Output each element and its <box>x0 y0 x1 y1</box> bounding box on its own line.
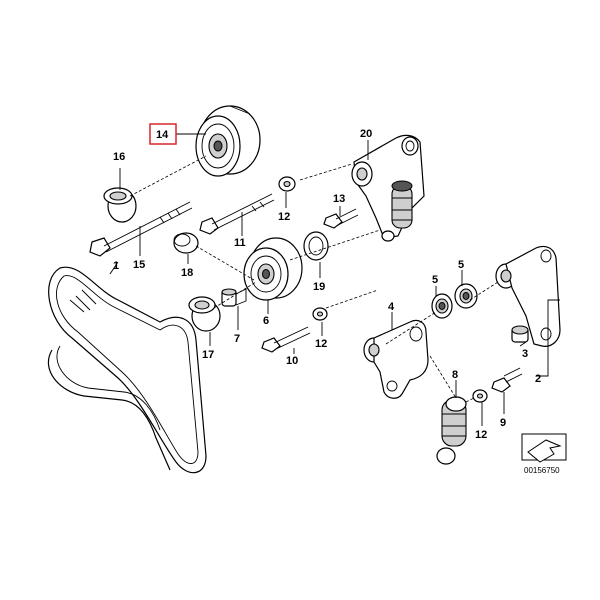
drive-belt <box>47 266 207 474</box>
bolt-9 <box>491 367 523 393</box>
callout-10: 10 <box>286 355 298 367</box>
assembly-lines <box>129 155 499 403</box>
bolt-10 <box>261 326 311 353</box>
callout-1: 1 <box>113 260 119 272</box>
cap-17 <box>188 296 221 332</box>
callout-17: 17 <box>202 349 214 361</box>
tensioner-20 <box>351 134 425 242</box>
damper-8 <box>436 396 467 465</box>
bushing-3 <box>511 325 529 343</box>
callout-5b: 5 <box>458 259 464 271</box>
callout-11: 11 <box>234 237 246 249</box>
bolt-13 <box>323 208 359 229</box>
diagram-ref-number: 00156750 <box>524 466 560 475</box>
callout-12b: 12 <box>315 338 327 350</box>
callout-6: 6 <box>263 315 269 327</box>
callout-2: 2 <box>535 373 541 385</box>
arrow-icon <box>527 439 562 463</box>
callout-4: 4 <box>388 301 395 313</box>
callout-13: 13 <box>333 193 345 205</box>
pulley-6 <box>243 237 303 301</box>
washer-12-top <box>278 176 296 192</box>
washer-12-lower <box>472 389 488 403</box>
highlight-box-14 <box>149 123 177 145</box>
leader-lines <box>109 133 560 426</box>
washer-12-mid <box>312 307 328 321</box>
ring-19 <box>303 231 329 261</box>
bolt-11 <box>199 193 275 235</box>
callout-3: 3 <box>522 348 528 360</box>
bracket-2 <box>495 245 561 347</box>
bolt-15 <box>89 201 193 257</box>
callout-12a: 12 <box>278 211 290 223</box>
callout-15: 15 <box>133 259 145 271</box>
callout-12c: 12 <box>475 429 487 441</box>
bolt-7 <box>221 288 247 307</box>
callout-5a: 5 <box>432 274 438 286</box>
dust-cap-16 <box>103 187 137 223</box>
callout-labels: 1 2 3 4 5 5 6 7 8 9 10 11 12 12 12 13 14… <box>113 123 541 441</box>
callout-7: 7 <box>234 333 240 345</box>
callout-18: 18 <box>181 267 193 279</box>
callout-8: 8 <box>452 369 458 381</box>
callout-20: 20 <box>360 128 372 140</box>
callout-19: 19 <box>313 281 325 293</box>
callout-16: 16 <box>113 151 125 163</box>
idler-pulley-top <box>195 105 261 177</box>
callout-14: 14 <box>156 129 169 141</box>
bearing-5-right <box>454 283 478 309</box>
cap-18 <box>173 232 199 254</box>
tensioner-arm-4 <box>363 319 429 399</box>
bearing-5-left <box>431 293 453 319</box>
callout-9: 9 <box>500 417 506 429</box>
reference-box: 00156750 <box>521 433 567 475</box>
